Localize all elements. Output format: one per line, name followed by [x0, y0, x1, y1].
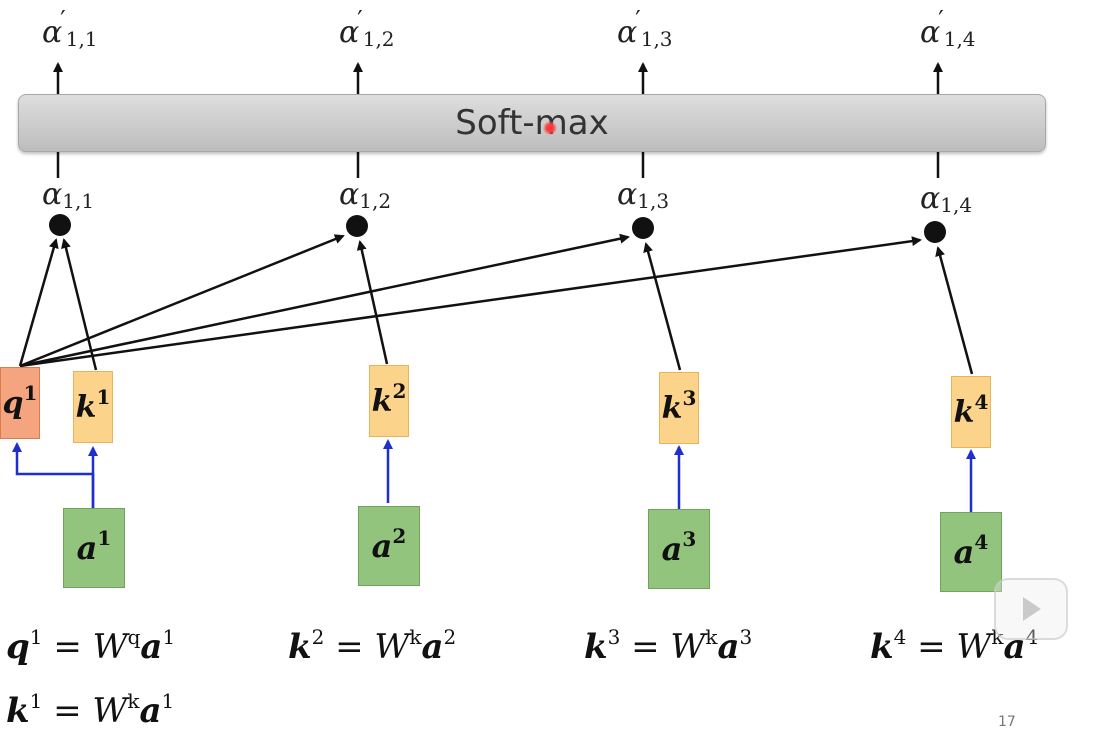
formula-k3: k3 = Wka3: [584, 625, 753, 667]
softmax-label: Soft-max: [455, 103, 609, 143]
output-label-4: α′1,4: [920, 6, 976, 51]
cursor-dot-icon: [543, 121, 557, 135]
dot-node-3: [632, 217, 654, 239]
k-arrow-2: [356, 240, 389, 365]
score-label-2: α1,2: [339, 177, 392, 213]
dot-node-2: [346, 215, 368, 237]
q-arrow-3: [19, 233, 630, 368]
q-arrow-1: [18, 238, 59, 367]
formula-k1: k1 = Wka1: [6, 689, 175, 731]
k-arrow-1: [61, 238, 98, 371]
q-arrow-4: [19, 236, 922, 368]
k-arrow-3: [643, 242, 682, 371]
page-number: 17: [998, 714, 1016, 730]
formula-q1: q1 = Wqa1: [6, 625, 176, 667]
a1-to-q1-arrow: [12, 442, 95, 508]
score-label-1: α1,1: [42, 177, 95, 213]
play-triangle-icon: [1023, 597, 1041, 621]
formula-k2: k2 = Wka2: [288, 625, 457, 667]
k-arrow-4: [935, 246, 974, 375]
play-button-icon[interactable]: [994, 578, 1068, 640]
dot-node-1: [49, 214, 71, 236]
output-label-1: α′1,1: [42, 6, 98, 51]
score-label-4: α1,4: [920, 181, 973, 217]
dot-node-4: [924, 221, 946, 243]
score-label-3: α1,3: [617, 177, 670, 213]
output-label-2: α′1,2: [339, 6, 395, 51]
q-arrow-2: [19, 234, 345, 368]
output-label-3: α′1,3: [617, 6, 673, 51]
softmax-layer: Soft-max: [18, 94, 1046, 152]
